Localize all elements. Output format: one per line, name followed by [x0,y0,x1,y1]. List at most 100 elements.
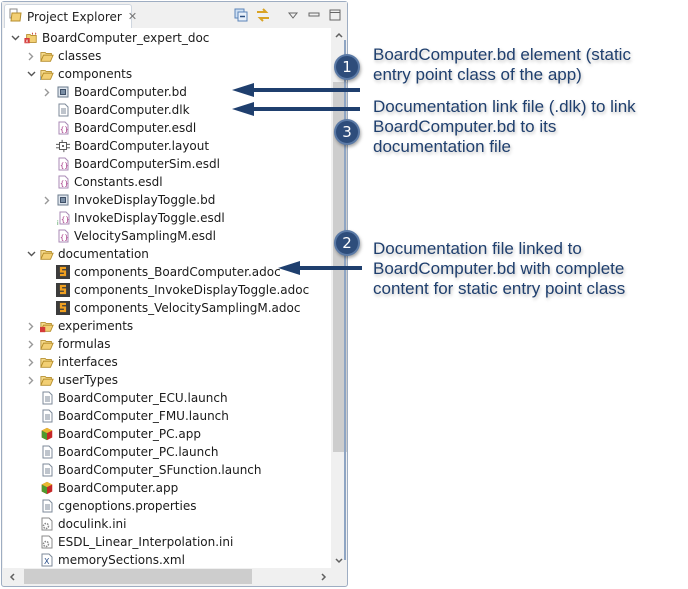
asciidoc-file-icon [56,301,70,315]
collapse-all-button[interactable] [232,6,250,24]
maximize-button[interactable] [326,6,344,24]
callout-text-3: Documentation link file (.dlk) to link B… [373,97,636,157]
annotation-guide-line [344,40,346,560]
tree-item-label: BoardComputer_PC.launch [58,445,219,459]
tree-item-label: InvokeDisplayToggle.esdl [74,211,225,225]
chevron-right-icon[interactable] [41,86,53,98]
link-with-editor-button[interactable] [254,6,272,24]
tree-item[interactable]: classes [25,47,101,65]
chevron-right-icon[interactable] [25,50,37,62]
arrow-1-head-icon [232,83,254,97]
tree-item[interactable]: experiments [25,317,133,335]
tree-item[interactable]: {}VelocitySamplingM.esdl [41,227,216,245]
esdl-file-icon: {} [56,121,70,135]
asciidoc-file-icon [56,283,70,297]
tree-item-label: BoardComputer_SFunction.launch [58,463,262,477]
tree-indent [25,536,37,548]
view-menu-button[interactable] [284,6,302,24]
tree-item[interactable]: BoardComputer.layout [41,137,209,155]
tree-indent [25,500,37,512]
chevron-right-icon[interactable] [25,338,37,350]
tree-item[interactable]: {}i InvokeDisplayToggle.esdl [41,209,225,227]
tree-item[interactable]: cgenoptions.properties [25,497,196,515]
callout-1-line-2: entry point class of the app) [373,65,582,84]
tree-item[interactable]: userTypes [25,371,118,389]
horizontal-scroll-thumb[interactable] [24,569,252,584]
tree-item[interactable]: BoardComputer.app [25,479,178,497]
tree-item-label: classes [58,49,102,63]
tree-item[interactable]: doculink.ini [25,515,126,533]
arrow-3-line [250,107,360,111]
tree-item[interactable]: InvokeDisplayToggle.bd [41,191,215,209]
tree-item[interactable]: {}BoardComputer.esdl [41,119,196,137]
callout-number-1: 1 [334,54,360,80]
chevron-right-icon[interactable] [41,194,53,206]
arrow-1-line [250,88,360,92]
chevron-down-icon [287,12,299,19]
tree-item[interactable]: BoardComputer_FMU.launch [25,407,229,425]
tree-item-label: experiments [58,319,134,333]
arrow-2-head-icon [278,261,300,275]
chevron-down-icon[interactable] [25,248,37,260]
tree-item-label: BoardComputerSim.esdl [74,157,220,171]
tree-item-label: BoardComputer_ECU.launch [58,391,228,405]
tree-item[interactable]: BoardComputer.bd [41,83,187,101]
chevron-right-icon[interactable] [25,374,37,386]
tree-item-label: components_InvokeDisplayToggle.adoc [74,283,310,297]
tree-item-label: BoardComputer.layout [74,139,210,153]
chevron-right-icon[interactable] [25,320,37,332]
minimize-button[interactable] [305,6,323,24]
tab-title: Project Explorer [27,9,122,24]
tree-item[interactable]: {}BoardComputerSim.esdl [41,155,220,173]
folder-icon [40,337,54,351]
chevron-down-icon[interactable] [9,32,21,44]
folder-icon [40,247,54,261]
link-with-editor-icon [257,8,269,22]
tree-item[interactable]: formulas [25,335,111,353]
tree-item[interactable]: interfaces [25,353,118,371]
arrow-2-line [296,266,362,270]
horizontal-scrollbar[interactable] [3,568,331,585]
svg-text:{}: {} [60,180,68,188]
vertical-scrollbar[interactable] [331,28,347,568]
tree-item[interactable]: BoardComputer_SFunction.launch [25,461,262,479]
scroll-right-icon [321,573,327,581]
tree-item[interactable]: {} Constants.esdl [41,173,163,191]
tree-indent [41,230,53,242]
tree-item[interactable]: BoardComputer_PC.launch [25,443,218,461]
callout-2-line-1: Documentation file linked to [373,239,582,258]
tree-item[interactable]: BoardComputer_ECU.launch [25,389,228,407]
tree-item[interactable]: components_VelocitySamplingM.adoc [41,299,300,317]
chevron-right-icon[interactable] [25,356,37,368]
view-tab-bar: Project Explorer ✕ [2,2,347,28]
tree-item[interactable]: BoardComputer.dlk [41,101,190,119]
block-diagram-icon [56,193,70,207]
tree-item[interactable]: components_InvokeDisplayToggle.adoc [41,281,309,299]
tree-indent [41,284,53,296]
esdl-file-icon: {} [56,229,70,243]
tree-item-label: BoardComputer.dlk [74,103,190,117]
app-icon [40,427,54,441]
svg-text:{}: {} [61,216,69,224]
maximize-icon [329,9,341,21]
close-icon[interactable]: ✕ [127,10,138,23]
chevron-down-icon[interactable] [25,68,37,80]
callout-3-line-3: documentation file [373,137,511,156]
tree-item[interactable]: ESDL_Linear_Interpolation.ini [25,533,233,551]
tree-item[interactable]: components_BoardComputer.adoc [41,263,281,281]
scroll-up-icon [335,32,343,38]
tree-item[interactable]: BoardComputer_PC.app [25,425,201,443]
tree-item-label: Constants.esdl [74,175,163,189]
tab-project-explorer[interactable]: Project Explorer ✕ [4,4,137,28]
tree-item[interactable]: documentation [25,245,149,263]
tree-indent [41,302,53,314]
tree-item-label: ESDL_Linear_Interpolation.ini [58,535,234,549]
tree-item-label: BoardComputer_PC.app [58,427,201,441]
tree-indent [25,482,37,494]
tree-indent [41,158,53,170]
svg-text:i: i [57,220,59,225]
